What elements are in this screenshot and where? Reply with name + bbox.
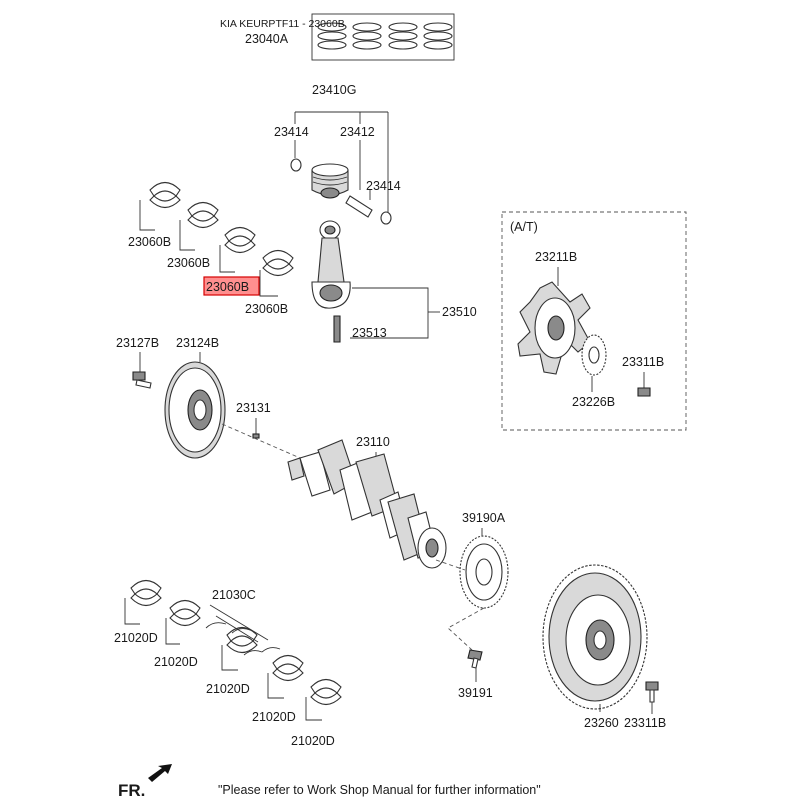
drive-plate[interactable]: [517, 281, 591, 375]
piston-pin-label[interactable]: 23412: [340, 125, 375, 139]
piston-ring-set[interactable]: [311, 13, 455, 61]
highlighted-part-box: [203, 276, 260, 296]
kit-label: KIA KEURPTF11 - 23060B: [220, 18, 345, 30]
ring-group-2: [352, 22, 382, 50]
ring-group-3: [388, 22, 418, 50]
piston-assembly-label[interactable]: 23410G: [312, 83, 356, 97]
rod-bolt: [333, 315, 341, 343]
snap-ring-right: [380, 211, 392, 225]
rod-leader-lines: [350, 287, 440, 339]
piston-crown: [311, 163, 349, 177]
crank-pulley[interactable]: [164, 361, 226, 459]
rod-bearing-3-label[interactable]: 23060B: [206, 280, 249, 294]
flywheel[interactable]: [542, 564, 648, 710]
connecting-rod[interactable]: [311, 220, 351, 343]
main-bearing-3[interactable]: [221, 626, 258, 671]
at-box: [501, 211, 687, 431]
main-bearing-4-label[interactable]: 21020D: [252, 710, 296, 724]
piston-clip-left-label[interactable]: 23414: [274, 125, 309, 139]
sensor-screw[interactable]: [467, 649, 483, 669]
rod-bearing-1[interactable]: [139, 181, 181, 231]
rod-beam: [317, 237, 345, 283]
flywheel-bolt[interactable]: [645, 681, 659, 703]
thrust-washers[interactable]: [205, 622, 281, 656]
woodruff-key[interactable]: [252, 433, 260, 439]
front-direction-label: FR.: [118, 781, 145, 800]
rod-bearing-3[interactable]: [219, 226, 256, 273]
at-box-title: (A/T): [510, 220, 538, 234]
pulley-bolt-label[interactable]: 23127B: [116, 336, 159, 350]
rod-bearing-2-label[interactable]: 23060B: [167, 256, 210, 270]
footer-note: "Please refer to Work Shop Manual for fu…: [218, 783, 541, 797]
flywheel-label[interactable]: 23260: [584, 716, 619, 730]
adapter-plate-label[interactable]: 23226B: [572, 395, 615, 409]
main-bearing-3-label[interactable]: 21020D: [206, 682, 250, 696]
thrust-washer-leaders: [209, 604, 269, 643]
drive-plate-label[interactable]: 23211B: [535, 250, 577, 264]
rod-bearing-4[interactable]: [259, 249, 294, 297]
rod-bolt-label[interactable]: 23513: [352, 326, 387, 340]
key-label[interactable]: 23131: [236, 401, 271, 415]
pulley-label[interactable]: 23124B: [176, 336, 219, 350]
rod-bearing-2[interactable]: [179, 201, 219, 251]
crankshaft-label[interactable]: 23110: [356, 435, 390, 449]
thrust-washer-label[interactable]: 21030C: [212, 588, 256, 602]
sensor-wheel-label[interactable]: 39190A: [462, 511, 506, 525]
main-bearing-1-label[interactable]: 21020D: [114, 631, 158, 645]
ring-set-frame: [311, 13, 455, 61]
main-bearing-5-label[interactable]: 21020D: [291, 734, 335, 748]
front-arrow-icon: [148, 764, 172, 782]
rod-bearing-1-label[interactable]: 23060B: [128, 235, 171, 249]
at-bolt[interactable]: [637, 387, 651, 397]
ring-group-1: [317, 22, 347, 50]
crank-nose: [287, 457, 305, 481]
ring-group-4: [423, 22, 453, 50]
main-bearing-2[interactable]: [165, 599, 201, 645]
adapter-plate[interactable]: [581, 334, 607, 376]
snap-ring-left: [290, 158, 302, 172]
sensor-wheel[interactable]: [459, 535, 509, 609]
piston[interactable]: [290, 158, 392, 225]
pulley-bolt[interactable]: [132, 371, 152, 389]
crankshaft[interactable]: [287, 439, 447, 569]
ring-set-label[interactable]: 23040A: [245, 32, 289, 46]
sensor-screw-label[interactable]: 39191: [458, 686, 493, 700]
at-bolt-label[interactable]: 23311B: [622, 355, 664, 369]
rod-bearing-4-label[interactable]: 23060B: [245, 302, 288, 316]
main-bearing-5[interactable]: [305, 678, 342, 721]
flywheel-bolt-label[interactable]: 23311B: [624, 716, 666, 730]
piston-leader-lines: [294, 111, 389, 214]
main-bearing-2-label[interactable]: 21020D: [154, 655, 198, 669]
main-bearing-4[interactable]: [267, 654, 304, 699]
piston-pin: [345, 195, 373, 218]
piston-boss: [320, 187, 340, 199]
rod-assembly-label[interactable]: 23510: [442, 305, 477, 319]
piston-clip-right-label[interactable]: 23414: [366, 179, 401, 193]
main-bearing-1[interactable]: [124, 579, 162, 625]
